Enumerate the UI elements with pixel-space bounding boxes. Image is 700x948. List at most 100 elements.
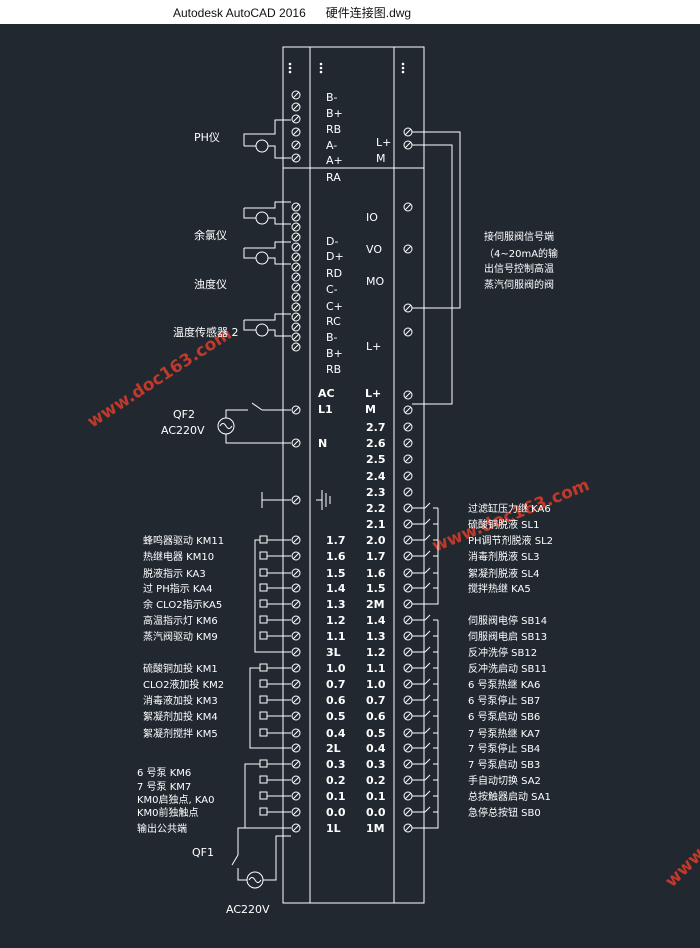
contact-icon [424, 582, 431, 589]
coil-icon [259, 728, 268, 737]
terminal-icon [403, 568, 413, 578]
contact-icon [424, 567, 431, 574]
terminal-icon [403, 503, 413, 513]
terminal-label: L+ [376, 136, 391, 149]
instrument-label: PH仪 [194, 131, 220, 144]
terminal-label: M [376, 152, 386, 165]
terminal-icon [403, 127, 413, 137]
breaker-icon [231, 854, 239, 866]
terminal-label: L+ [366, 340, 381, 353]
terminal-icon [403, 775, 413, 785]
terminal-icon [291, 342, 301, 352]
terminal-label: 2.4 [366, 470, 386, 483]
breaker-label: QF2 [173, 408, 195, 421]
contact-icon [424, 614, 431, 621]
terminal-label: 0.7 [366, 694, 386, 707]
terminal-label: 0.0 [366, 806, 386, 819]
power-wire [237, 868, 247, 881]
contact-icon [424, 694, 431, 701]
common-wire [244, 763, 291, 829]
output-device-label: 7 号泵 KM7 [137, 781, 191, 793]
sensor-wire [268, 145, 291, 159]
input-device-label: 急停总按钮 SB0 [468, 806, 541, 819]
contact-icon [424, 534, 431, 541]
terminal-label: 2L [326, 742, 341, 755]
terminal-label: RA [326, 171, 341, 184]
sensor-icon [255, 323, 269, 337]
terminal-label: D- [326, 235, 338, 248]
output-device-label: 过 PH指示 KA4 [143, 582, 213, 595]
source-label: AC220V [226, 903, 270, 916]
contact-icon [424, 502, 431, 509]
coil-icon [259, 535, 268, 544]
plc-rack [282, 46, 425, 904]
terminal-label: IO [366, 211, 378, 224]
power-wire [263, 835, 291, 881]
terminal-icon [403, 327, 413, 337]
terminal-label: 0.5 [366, 727, 386, 740]
note-text: 出信号控制高温 [484, 262, 554, 275]
terminal-icon [403, 791, 413, 801]
terminal-icon [291, 759, 301, 769]
common-wire [412, 620, 439, 829]
terminal-label: RB [326, 363, 341, 376]
note-text: （4~20mA的输 [484, 247, 558, 260]
terminal-label: 0.2 [326, 774, 346, 787]
input-device-label: 絮凝剂脱液 SL4 [468, 567, 539, 580]
terminal-icon [291, 322, 301, 332]
terminal-label: 1.3 [326, 598, 346, 611]
contact-icon [424, 630, 431, 637]
sensor-wire [243, 248, 256, 259]
sensor-wire [244, 313, 291, 321]
terminal-icon [291, 90, 301, 100]
terminal-label: B- [326, 91, 338, 104]
terminal-icon [403, 422, 413, 432]
terminal-label: 0.6 [326, 694, 346, 707]
output-device-label: CLO2液加投 KM2 [143, 678, 224, 691]
contact-icon [424, 662, 431, 669]
terminal-label: 2.6 [366, 437, 386, 450]
menu-dots-icon [288, 62, 292, 74]
terminal-label: 1.1 [326, 630, 346, 643]
terminal-label: 0.5 [326, 710, 346, 723]
terminal-label: M [365, 403, 376, 416]
terminal-icon [291, 568, 301, 578]
output-device-label: 6 号泵 KM6 [137, 767, 191, 779]
terminal-icon [403, 244, 413, 254]
coil-icon [259, 599, 268, 608]
ac-wave-icon [248, 877, 262, 883]
terminal-icon [291, 807, 301, 817]
contact-icon [424, 727, 431, 734]
contact-icon [424, 646, 431, 653]
breaker-label: QF1 [192, 846, 214, 859]
terminal-label: 1.5 [326, 567, 346, 580]
coil-icon [259, 568, 268, 577]
input-device-label: 硫酸铜脱液 SL1 [468, 518, 539, 531]
common-wire [254, 539, 291, 653]
terminal-icon [403, 583, 413, 593]
terminal-icon [291, 302, 301, 312]
output-device-label: 絮凝剂搅拌 KM5 [143, 727, 218, 740]
sensor-wire [244, 201, 291, 209]
coil-icon [259, 551, 268, 560]
terminal-label: 1.0 [326, 662, 346, 675]
terminal-icon [291, 615, 301, 625]
input-device-label: 伺服阀电停 SB14 [468, 614, 547, 627]
coil-icon [259, 695, 268, 704]
output-device-label: 蜂鸣器驱动 KM11 [143, 534, 224, 547]
input-device-label: 过滤缸压力继 KA6 [468, 502, 551, 515]
coil-icon [259, 711, 268, 720]
terminal-label: C+ [326, 300, 343, 313]
terminal-label: 0.4 [326, 727, 346, 740]
contact-icon [424, 774, 431, 781]
terminal-icon [403, 202, 413, 212]
output-device-label: 脱液指示 KA3 [143, 567, 206, 580]
terminal-icon [291, 202, 301, 212]
sensor-wire [243, 208, 256, 219]
terminal-label: L1 [318, 403, 333, 416]
power-wire [412, 144, 453, 405]
terminal-icon [403, 471, 413, 481]
terminal-label: A+ [326, 154, 343, 167]
coil-icon [259, 807, 268, 816]
terminal-label: RC [326, 315, 341, 328]
